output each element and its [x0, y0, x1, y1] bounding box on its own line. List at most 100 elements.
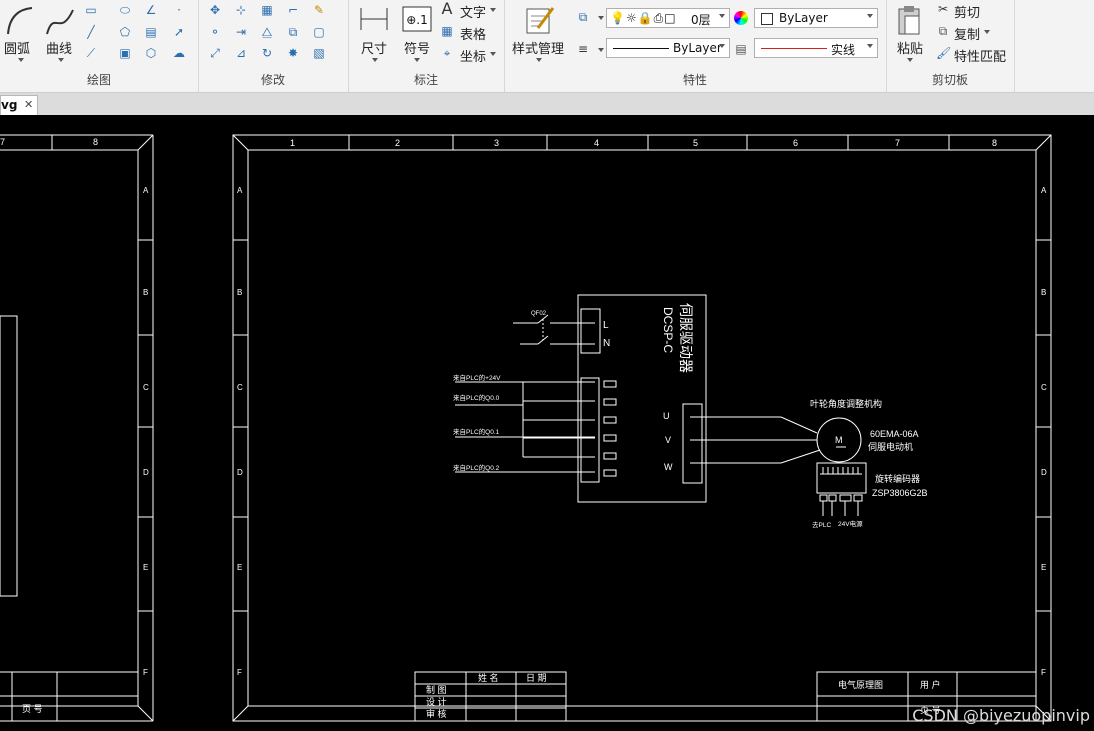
arc-icon[interactable]: [4, 4, 36, 38]
xline-icon[interactable]: ⟋: [86, 46, 96, 60]
copy-object-icon[interactable]: ⚬: [209, 25, 221, 39]
col-number-4: 4: [594, 138, 599, 148]
scale-icon[interactable]: ⊿: [235, 46, 247, 60]
stretch-icon[interactable]: ⤢: [210, 46, 220, 60]
encoder-pin-1: [819, 494, 828, 502]
rectangle-icon[interactable]: ▭: [85, 3, 97, 17]
encoder-output-wires: [822, 501, 859, 516]
extend-icon[interactable]: ⇥: [235, 25, 247, 39]
color-combo[interactable]: ByLayer: [754, 8, 878, 28]
chamfer-icon[interactable]: ▢: [313, 25, 325, 39]
curve-icon[interactable]: [44, 4, 76, 38]
properties-group-label: 特性: [682, 73, 707, 87]
servo-drive-model: DCSP-C: [661, 307, 675, 353]
dimension-icon[interactable]: [358, 4, 390, 34]
coordinate-icon[interactable]: ⌖: [443, 46, 451, 60]
motor-symbol-label: M: [835, 435, 843, 445]
curve-button[interactable]: 曲线: [46, 42, 73, 57]
offset-icon[interactable]: ⧉: [288, 25, 298, 39]
layer-manager-icon[interactable]: ⧉: [578, 10, 588, 24]
rotate-icon[interactable]: ↻: [261, 46, 273, 60]
symbol-button[interactable]: 符号: [404, 42, 431, 57]
color-wheel-icon[interactable]: [734, 11, 748, 25]
coordinate-dropdown-arrow[interactable]: [490, 52, 496, 56]
terminal-v-label: V: [665, 435, 671, 445]
hatch-icon[interactable]: ▤: [145, 25, 157, 39]
motor-wires: [690, 416, 821, 464]
arc-button[interactable]: 圆弧: [4, 42, 31, 57]
explode-icon[interactable]: ✸: [287, 46, 299, 60]
signal-pin-3: [603, 416, 617, 424]
text-icon[interactable]: A: [441, 0, 453, 18]
copy-button[interactable]: 复制: [954, 28, 981, 43]
style-manager-icon[interactable]: [524, 4, 556, 36]
color-combo-arrow: [867, 14, 873, 18]
breaker-label: QF02: [531, 311, 547, 317]
linetype-preview-line: [613, 48, 669, 49]
polygon-icon[interactable]: ⬠: [119, 25, 131, 39]
copy-icon[interactable]: ⧉: [938, 24, 948, 38]
match-properties-icon[interactable]: 🖌: [936, 46, 952, 60]
style-manager-button[interactable]: 样式管理: [512, 42, 565, 57]
coordinate-button[interactable]: 坐标: [460, 50, 487, 65]
trim-icon[interactable]: ⊹: [235, 3, 247, 17]
erase-icon[interactable]: ✎: [313, 3, 325, 17]
cut-button[interactable]: 剪切: [954, 6, 981, 21]
dimension-dropdown-arrow[interactable]: [372, 58, 378, 62]
linetype-list-dropdown-arrow[interactable]: [598, 48, 604, 52]
paste-icon[interactable]: [896, 4, 924, 36]
row-letter-e-left: E: [237, 563, 242, 572]
layer-combo[interactable]: 💡☼🔒⎙□ 0层: [606, 8, 730, 28]
row-letter-b-right: B: [1041, 288, 1046, 297]
point-icon[interactable]: ·: [177, 3, 181, 17]
cut-icon[interactable]: ✂: [937, 2, 949, 16]
curve-dropdown-arrow[interactable]: [58, 58, 64, 62]
document-tab-name: vg: [1, 98, 18, 112]
layer-manager-dropdown-arrow[interactable]: [598, 16, 604, 20]
copy-dropdown-arrow[interactable]: [984, 30, 990, 34]
properties-group: 样式管理 ⧉ 💡☼🔒⎙□ 0层 ByLayer ≡ ByLayer ▤ 实线 特…: [504, 0, 887, 92]
move-icon[interactable]: ✥: [209, 3, 221, 17]
fillet-icon[interactable]: ⌐: [287, 3, 299, 17]
ellipse-icon[interactable]: ⬭: [119, 3, 131, 17]
layer-name: 0层: [691, 13, 711, 27]
revcloud-icon[interactable]: ☁: [173, 46, 185, 60]
document-tab[interactable]: vg ✕: [0, 95, 38, 115]
encoder-model-label: ZSP3806G2B: [872, 488, 928, 498]
style-manager-dropdown-arrow[interactable]: [536, 58, 542, 62]
text-button[interactable]: 文字: [460, 6, 487, 21]
linetype-combo[interactable]: ByLayer: [606, 38, 730, 58]
title-block-diagram-title: 电气原理图: [838, 679, 883, 690]
lineweight-icon[interactable]: ▤: [735, 42, 747, 56]
linetype-list-icon[interactable]: ≡: [577, 42, 589, 56]
symbol-icon[interactable]: ⊕.1: [402, 6, 432, 32]
close-tab-icon[interactable]: ✕: [24, 98, 34, 111]
paste-dropdown-arrow[interactable]: [907, 58, 913, 62]
col-number-6: 6: [793, 138, 798, 148]
text-dropdown-arrow[interactable]: [490, 8, 496, 12]
array-icon[interactable]: ▦: [261, 3, 273, 17]
mirror-icon[interactable]: ⧋: [261, 25, 273, 39]
boundary-icon[interactable]: ⬡: [145, 46, 157, 60]
col-number-8: 8: [992, 138, 997, 148]
symbol-dropdown-arrow[interactable]: [414, 58, 420, 62]
break-icon[interactable]: ▧: [313, 46, 325, 60]
left-page-label: 页 号: [22, 704, 43, 714]
match-properties-button[interactable]: 特性匹配: [954, 50, 1007, 65]
dimension-button[interactable]: 尺寸: [361, 42, 388, 57]
region-icon[interactable]: ▣: [119, 46, 131, 60]
drawing-canvas[interactable]: 7 8 A B C D E F 页 号 1 2 3 4 5 6 7 8 A B …: [0, 115, 1094, 731]
angle-icon[interactable]: ∠: [145, 3, 157, 17]
signal-pin-2: [603, 398, 617, 406]
servo-drive-title: 伺服驱动器: [678, 303, 694, 373]
line-icon[interactable]: ╱: [87, 25, 95, 39]
title-block-design: 设 计: [426, 696, 447, 707]
table-button[interactable]: 表格: [460, 28, 487, 43]
arc-dropdown-arrow[interactable]: [18, 58, 24, 62]
left-col-8: 8: [93, 137, 98, 147]
paste-button[interactable]: 粘贴: [897, 42, 924, 57]
row-letter-e-right: E: [1041, 563, 1046, 572]
pick-icon[interactable]: ➚: [173, 25, 185, 39]
lineweight-combo[interactable]: 实线: [754, 38, 878, 58]
table-icon[interactable]: ▦: [441, 24, 453, 38]
